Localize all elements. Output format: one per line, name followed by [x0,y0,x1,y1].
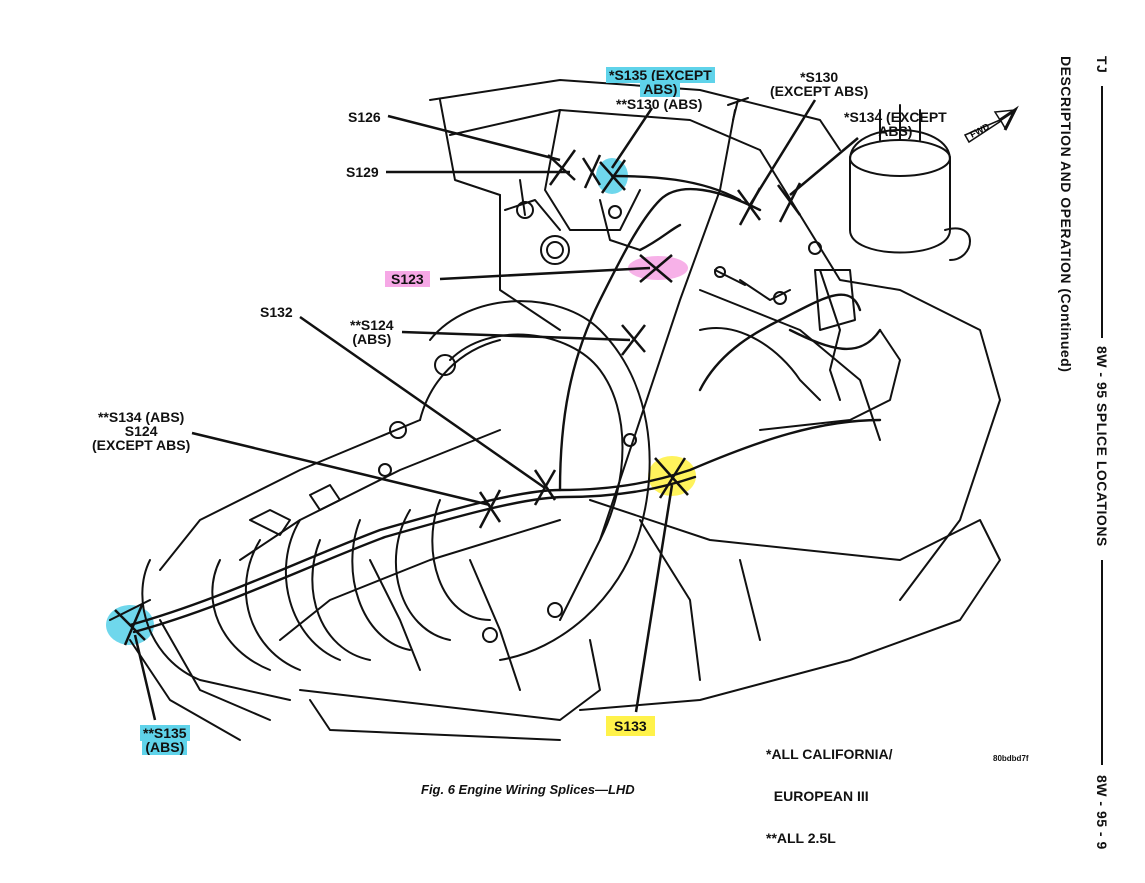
header-rule-top [1101,86,1103,338]
leader-s130-except [748,99,817,206]
label-line: S126 [348,109,381,125]
splice-marker-s134-top [776,182,802,223]
leader-s134-s124 [191,431,491,507]
label-s132: S132 [260,305,293,319]
label-line: (EXCEPT ABS) [770,83,869,99]
section-title: 8W - 95 SPLICE LOCATIONS [1094,346,1110,547]
leader-s126 [387,114,561,162]
label-s135-abs: **S135 (ABS) [140,725,190,755]
splice-marker-s130 [736,187,762,226]
leader-s132 [299,315,546,490]
label-s134-except-abs: *S134 (EXCEPT ABS) [844,110,947,138]
label-s134-abs-s124-except-abs: **S134 (ABS) S124 (EXCEPT ABS) [92,410,190,452]
splice-markers [114,149,802,646]
label-line: (ABS) [142,739,188,755]
splice-marker-s132 [533,469,557,506]
label-line: *S135 (EXCEPT [606,67,715,83]
leader-s134-except [789,137,859,196]
label-line: **S134 (ABS) [97,409,185,425]
label-line: S123 [385,271,430,287]
label-line: ABS) [640,81,681,97]
label-line: **S135 [140,725,190,741]
splice-marker-s133 [654,457,689,499]
figure-caption: Fig. 6 Engine Wiring Splices—LHD [421,782,635,797]
label-line: S132 [260,304,293,320]
footnotes: *ALL CALIFORNIA/ EUROPEAN III **ALL 2.5L [766,719,893,859]
wiring-harness [128,174,882,634]
fwd-label: FWD [968,121,991,140]
leader-s123 [439,266,651,281]
leader-s124-abs [401,330,631,342]
forward-direction-arrow: FWD [963,105,1019,144]
leader-s133 [634,484,674,713]
splice-marker-s135-top [599,159,627,194]
label-line: S129 [346,164,379,180]
label-s123: S123 [385,271,430,287]
label-line: (EXCEPT ABS) [92,437,191,453]
footnote-european: EUROPEAN III [766,788,869,804]
manual-code: TJ [1094,56,1110,74]
leader-s135-abs [133,634,157,721]
splice-marker-s135-abs [114,604,146,646]
label-line: (ABS) [352,331,392,347]
splice-marker-s129 [581,154,602,189]
label-line: **S130 (ABS) [616,96,703,112]
label-s135-except-abs: *S135 (EXCEPT ABS) [606,67,715,97]
label-line: ABS) [878,123,913,139]
engine-outline [109,79,1001,741]
image-code: 80bdbd7f [993,754,1029,763]
page-header-sidebar: TJ 8W - 95 SPLICE LOCATIONS 8W - 95 - 9 … [1058,50,1122,850]
header-rule-mid [1101,560,1103,765]
label-line: S124 [124,423,158,439]
leader-s130-abs [610,107,654,169]
label-s129: S129 [346,165,379,179]
splice-marker-s123 [639,254,673,283]
label-line: *S130 [800,69,839,85]
splice-marker-s126 [547,149,577,186]
label-s130-abs: **S130 (ABS) [616,97,702,111]
label-line: *S134 (EXCEPT [844,109,947,125]
splice-marker-s124-abs [621,324,646,356]
section-subtitle: DESCRIPTION AND OPERATION (Continued) [1058,56,1074,373]
label-s130-except-abs: *S130 (EXCEPT ABS) [770,70,868,98]
page-number: 8W - 95 - 9 [1094,775,1110,850]
footnote-25l: **ALL 2.5L [766,830,836,846]
label-line: S133 [606,716,655,736]
leader-lines [133,99,859,721]
footnote-california: *ALL CALIFORNIA/ [766,746,893,762]
splice-marker-s124 [478,489,502,529]
label-s126: S126 [348,110,381,124]
label-s124-abs: **S124 (ABS) [350,318,394,346]
label-s133: S133 [606,716,655,736]
label-line: **S124 [350,317,394,333]
